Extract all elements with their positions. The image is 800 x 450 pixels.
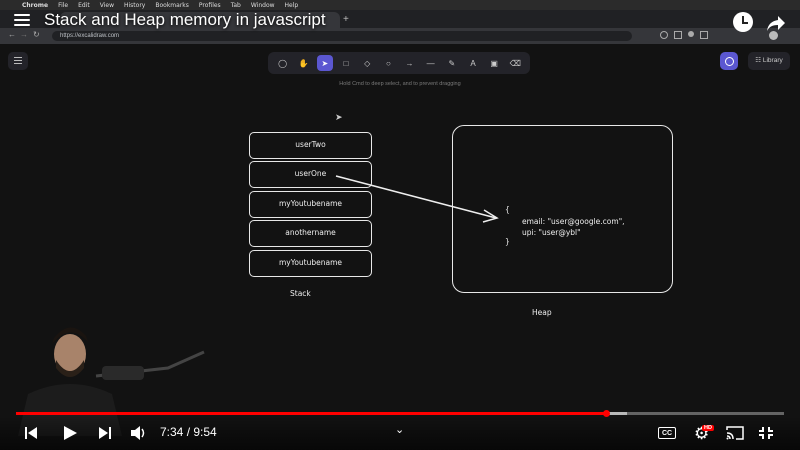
stack-item-anothername[interactable]: anothername	[249, 220, 372, 247]
heap-upi-line: upi: "user@ybl"	[522, 228, 581, 237]
stack-label: Stack	[290, 289, 311, 298]
heap-label: Heap	[532, 308, 552, 317]
play-icon[interactable]	[62, 425, 78, 441]
cast-icon[interactable]	[726, 426, 744, 440]
watch-later-icon[interactable]	[733, 12, 753, 32]
pointer-icon[interactable]: ➤	[316, 55, 333, 71]
eraser-icon[interactable]: ⌫	[509, 58, 521, 68]
stack-item-usertwo[interactable]: userTwo	[249, 132, 372, 159]
share-icon[interactable]	[766, 14, 786, 32]
stack-item-myyoutubename[interactable]: myYoutubename	[249, 191, 372, 218]
menu-file[interactable]: File	[58, 1, 69, 9]
fullscreen-exit-icon[interactable]	[758, 426, 774, 440]
lock-icon[interactable]: ◯	[278, 58, 288, 68]
extensions-icons[interactable]	[660, 31, 730, 41]
menu-profiles[interactable]: Profiles	[198, 1, 221, 9]
address-bar[interactable]: https://excalidraw.com	[52, 31, 632, 41]
menu-window[interactable]: Window	[250, 1, 275, 9]
stack-item-myyoutubename-2[interactable]: myYoutubename	[249, 250, 372, 277]
menu-help[interactable]: Help	[284, 1, 299, 9]
collaborate-button[interactable]	[720, 52, 738, 70]
video-title[interactable]: Stack and Heap memory in javascript	[44, 10, 326, 29]
menu-bookmarks[interactable]: Bookmarks	[155, 1, 189, 9]
profile-avatar[interactable]	[769, 31, 778, 40]
heap-email-line: email: "user@google.com",	[522, 217, 625, 226]
previous-icon[interactable]	[24, 426, 38, 440]
users-icon	[724, 57, 734, 66]
menu-edit[interactable]: Edit	[78, 1, 90, 9]
ellipse-icon[interactable]: ○	[385, 58, 391, 68]
menu-history[interactable]: History	[124, 1, 146, 9]
main-menu-button[interactable]	[8, 52, 28, 70]
new-tab-icon[interactable]: +	[343, 14, 349, 25]
diamond-icon[interactable]: ◇	[364, 58, 371, 68]
browser-tab[interactable]	[60, 12, 340, 28]
progress-scrubber[interactable]	[603, 410, 610, 417]
mouse-cursor-icon: ➤	[335, 112, 343, 122]
chevron-down-icon[interactable]: ⌄	[395, 424, 405, 436]
hd-badge: HD	[702, 425, 714, 431]
stack-item-userone[interactable]: userOne	[249, 161, 372, 188]
heap-open-brace: {	[505, 205, 510, 214]
time-display: 7:34 / 9:54	[160, 425, 217, 439]
forward-icon[interactable]: →	[20, 30, 28, 39]
excalidraw-toolbar: ◯ ✋ ➤ □ ◇ ○ → — ✎ A ▣ ⌫	[268, 52, 530, 74]
excalidraw-canvas[interactable]	[0, 44, 800, 400]
macos-menubar: Chrome File Edit View History Bookmarks …	[0, 0, 800, 10]
pencil-icon[interactable]: ✎	[448, 58, 456, 68]
library-button[interactable]: ☷ Library	[748, 52, 790, 70]
library-label: Library	[762, 57, 783, 64]
reload-icon[interactable]: ↻	[33, 30, 40, 39]
line-icon[interactable]: —	[426, 58, 435, 68]
heap-box[interactable]	[452, 125, 673, 293]
playlist-menu-icon[interactable]	[14, 14, 30, 28]
arrow-icon[interactable]: →	[405, 58, 414, 68]
back-icon[interactable]: ←	[8, 30, 16, 39]
image-icon[interactable]: ▣	[490, 58, 498, 68]
menu-view[interactable]: View	[99, 1, 114, 9]
progress-played	[16, 412, 606, 415]
hand-icon[interactable]: ✋	[298, 58, 309, 68]
captions-button[interactable]: CC	[658, 427, 676, 439]
text-icon[interactable]: A	[470, 58, 476, 68]
volume-icon[interactable]	[130, 425, 147, 441]
next-icon[interactable]	[98, 426, 112, 440]
menu-chrome[interactable]: Chrome	[22, 1, 49, 9]
toolbar-hint: Hold Cmd to deep select, and to prevent …	[339, 81, 461, 87]
rectangle-icon[interactable]: □	[343, 58, 349, 68]
menu-tab[interactable]: Tab	[230, 1, 241, 9]
heap-close-brace: }	[505, 237, 510, 246]
cc-label: CC	[661, 430, 673, 437]
library-icon: ☷	[755, 57, 763, 64]
